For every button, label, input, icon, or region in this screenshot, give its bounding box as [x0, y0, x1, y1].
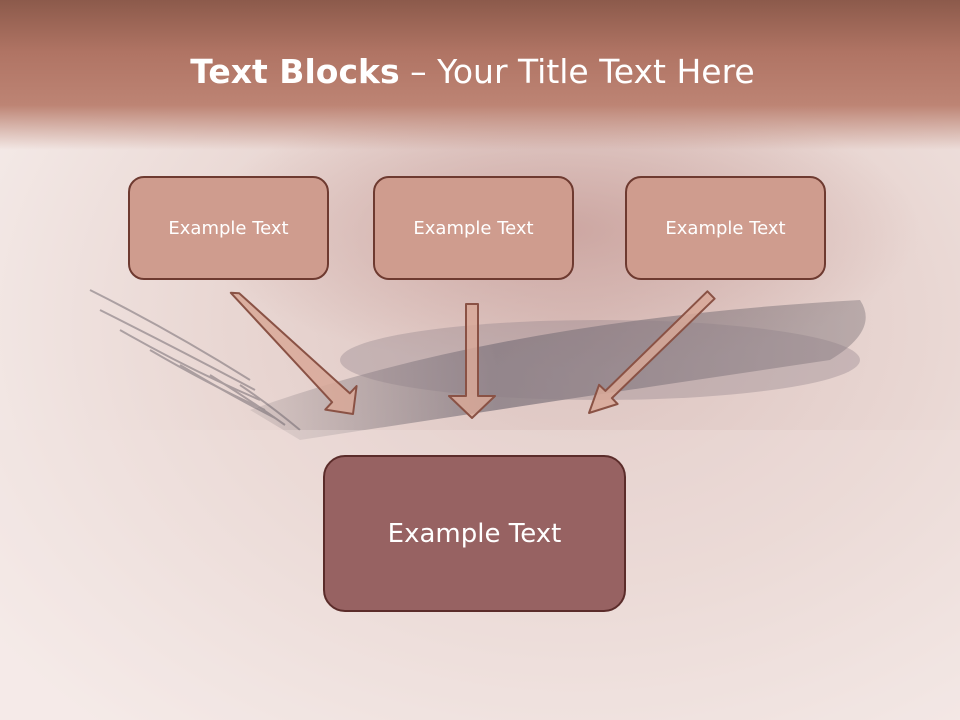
- diagonal-arrow-down-left-icon: [588, 290, 716, 414]
- example-text-box-top-right: Example Text: [625, 176, 826, 280]
- diagonal-arrow-down-right-icon: [229, 291, 358, 415]
- title-separator: –: [399, 52, 438, 91]
- example-text-label: Example Text: [168, 217, 289, 239]
- title-band: [0, 0, 960, 150]
- example-text-label: Example Text: [665, 217, 786, 239]
- arrow-down-icon: [448, 303, 496, 419]
- title-bold-part: Text Blocks: [190, 52, 400, 91]
- slide-title: Text Blocks – Your Title Text Here: [0, 52, 945, 91]
- example-text-box-top-center: Example Text: [373, 176, 574, 280]
- example-text-main-label: Example Text: [387, 518, 562, 549]
- title-rest: Your Title Text Here: [437, 52, 755, 91]
- example-text-box-top-left: Example Text: [128, 176, 329, 280]
- example-text-label: Example Text: [413, 217, 534, 239]
- example-text-box-main: Example Text: [323, 455, 626, 612]
